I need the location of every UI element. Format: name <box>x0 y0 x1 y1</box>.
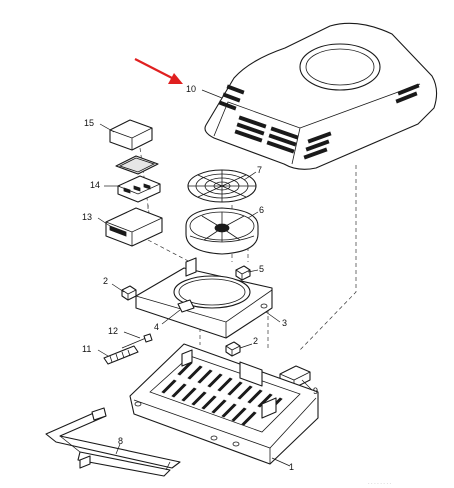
cover-shroud-part-10 <box>204 22 438 170</box>
fan-guard-part-7 <box>187 169 257 203</box>
base-pan-part-1 <box>129 343 319 465</box>
red-arrow-icon <box>134 58 183 84</box>
mounting-frame-part-8 <box>45 407 181 477</box>
callout-14: 14 <box>90 180 100 190</box>
callout-6: 6 <box>259 205 264 215</box>
fan-assembly-part-6 <box>185 207 259 255</box>
callout-numbers: 1 2 2 3 4 5 6 7 8 9 10 11 12 13 14 15 <box>82 84 318 472</box>
box-part-15 <box>109 119 153 151</box>
bracket-part-4 <box>177 299 195 313</box>
callout-7: 7 <box>257 165 262 175</box>
callout-3: 3 <box>282 318 287 328</box>
clip-part-2-upper <box>121 285 137 301</box>
callout-1: 1 <box>289 462 294 472</box>
mounting-plate-part-3 <box>135 257 273 339</box>
callout-10: 10 <box>186 84 196 94</box>
footer-text: · · · · · · · · <box>368 481 391 487</box>
callout-12: 12 <box>108 326 118 336</box>
control-board-part-14 <box>115 155 161 203</box>
callout-8: 8 <box>118 436 123 446</box>
callout-11: 11 <box>82 344 91 354</box>
callout-5: 5 <box>259 264 264 274</box>
callout-4: 4 <box>154 322 159 332</box>
callout-2-upper: 2 <box>103 276 108 286</box>
clip-part-5 <box>235 265 251 281</box>
enclosure-part-13 <box>105 207 163 247</box>
callout-2-lower: 2 <box>253 336 258 346</box>
callout-13: 13 <box>82 212 92 222</box>
clip-part-2-lower <box>225 341 241 357</box>
callout-9: 9 <box>313 386 318 396</box>
terminal-strip-part-11 <box>103 345 139 365</box>
screw-part-12 <box>121 333 153 349</box>
callout-leader-lines <box>97 89 313 467</box>
callout-15: 15 <box>84 118 94 128</box>
